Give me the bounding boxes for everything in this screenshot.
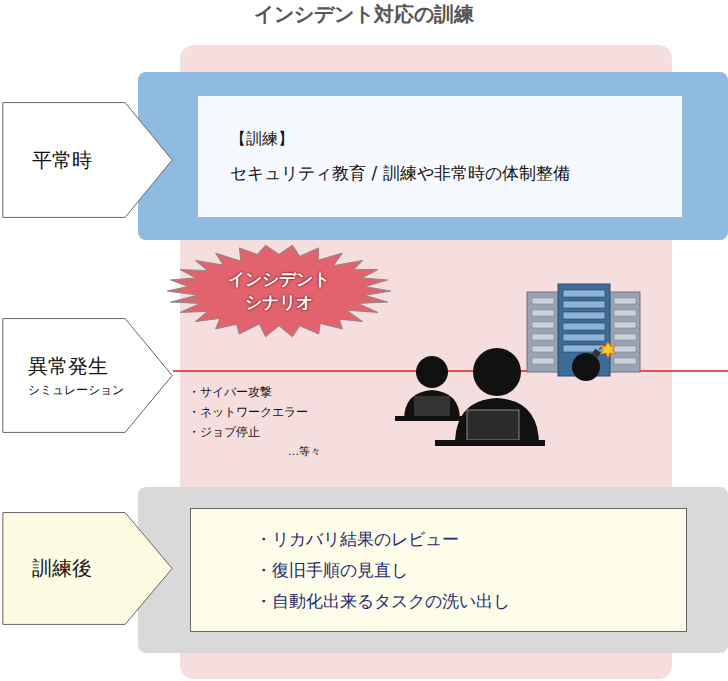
gray-band bbox=[138, 487, 728, 653]
node-heading: ・リカバリ結果のレビュー bbox=[255, 528, 459, 551]
text-box: ・リカバリ結果のレビュー・復旧手順の見直し・自動化出来るタスクの洗い出し bbox=[190, 508, 687, 632]
diagram-title: インシデント対応の訓練 bbox=[0, 1, 728, 28]
arrow-pentagon: 異常発生シミュレーション bbox=[2, 318, 173, 433]
scenario-item: ・ネットワークエラー bbox=[188, 404, 308, 421]
scenario-item: ・ジョブ停止 bbox=[188, 424, 260, 441]
node-heading: 【訓練】 bbox=[230, 129, 294, 150]
text-box: 【訓練】セキュリティ教育 / 訓練や非常時の体制整備 bbox=[197, 95, 683, 218]
red-line bbox=[173, 370, 728, 372]
arrow-pentagon: 平常時 bbox=[2, 102, 173, 218]
bomb-illustration bbox=[572, 342, 616, 381]
scenario-item: …等々 bbox=[288, 444, 321, 459]
scenario-item: ・サイバー攻撃 bbox=[188, 384, 272, 401]
star-outline bbox=[165, 243, 393, 339]
node-heading: 平常時 bbox=[32, 147, 92, 174]
node-text: シミュレーション bbox=[28, 382, 124, 399]
node-text: ・自動化出来るタスクの洗い出し bbox=[255, 590, 510, 613]
node-heading: 訓練後 bbox=[32, 555, 92, 582]
node-text: ・復旧手順の見直し bbox=[255, 559, 408, 582]
starburst: インシデント シナリオ bbox=[165, 243, 393, 339]
people-illustration bbox=[395, 348, 545, 446]
node-text: セキュリティ教育 / 訓練や非常時の体制整備 bbox=[230, 162, 570, 185]
arrow-pentagon: 訓練後 bbox=[2, 512, 173, 625]
blue-band bbox=[138, 72, 728, 240]
node-heading: 異常発生 bbox=[28, 353, 108, 380]
node-heading: インシデント シナリオ bbox=[220, 268, 338, 314]
